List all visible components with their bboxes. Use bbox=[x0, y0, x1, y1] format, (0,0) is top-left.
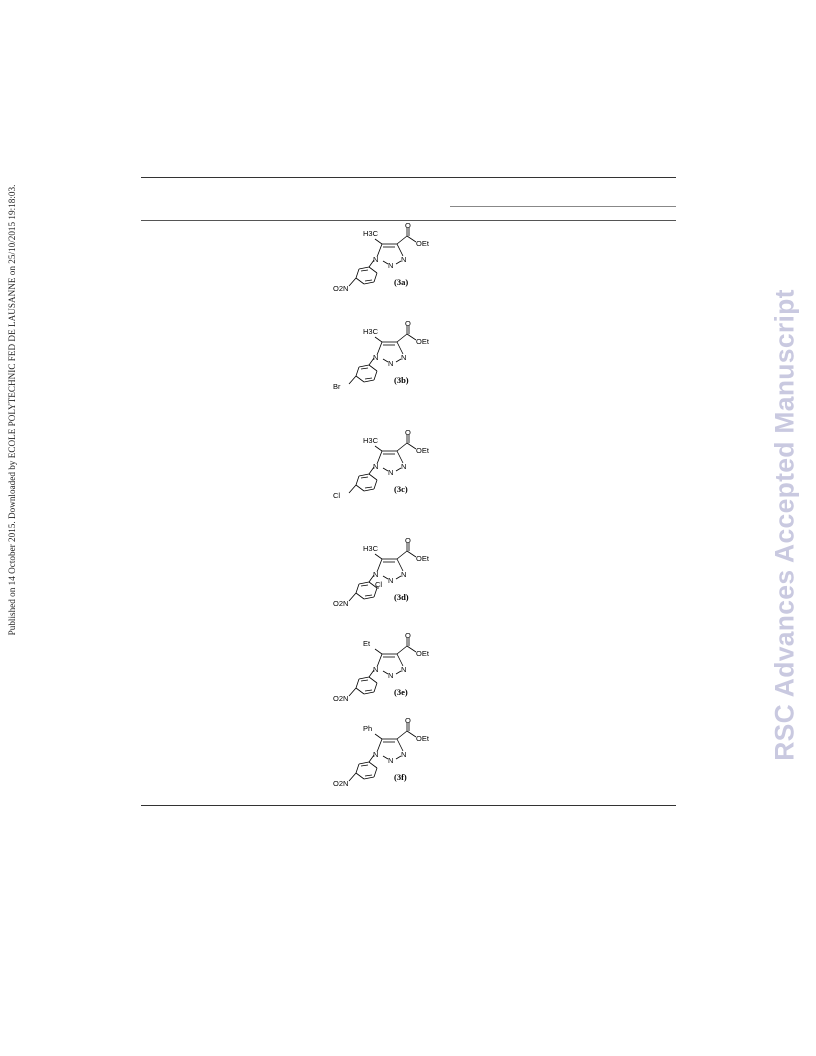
carbonyl-oxygen: O bbox=[405, 319, 411, 328]
ring-n1: N bbox=[373, 570, 378, 579]
table-header-rule bbox=[141, 220, 676, 221]
compound-label: (3a) bbox=[394, 277, 408, 287]
ring-n2: N bbox=[388, 468, 393, 477]
ring-n3: N bbox=[401, 462, 406, 471]
aryl-substituent: O2N bbox=[333, 599, 348, 608]
aryl-substituent: Br bbox=[333, 382, 341, 391]
ring-n3: N bbox=[401, 750, 406, 759]
compound-structure-2: H3C O OEt N N N Br (3b) bbox=[325, 319, 445, 403]
ring-n3: N bbox=[401, 255, 406, 264]
ester-label: OEt bbox=[416, 239, 430, 248]
structure-drawing: Ph O OEt N N N O2N (3f) bbox=[333, 716, 430, 788]
carbonyl-oxygen: O bbox=[405, 716, 411, 725]
substituent-label: H3C bbox=[363, 327, 379, 336]
watermark-text: RSC Advances Accepted Manuscript bbox=[769, 289, 800, 761]
compound-structure-6: Ph O OEt N N N O2N (3f) bbox=[325, 716, 445, 800]
ring-n2: N bbox=[388, 671, 393, 680]
ring-n1: N bbox=[373, 750, 378, 759]
aryl-substituent: O2N bbox=[333, 779, 348, 788]
carbonyl-oxygen: O bbox=[405, 428, 411, 437]
watermark: RSC Advances Accepted Manuscript bbox=[760, 240, 810, 810]
structure-drawing: Et O OEt N N N O2N (3e) bbox=[333, 631, 430, 703]
compound-structure-1: H3C O OEt N N N O2N (3a) bbox=[325, 221, 445, 305]
ring-n2: N bbox=[388, 359, 393, 368]
compound-label: (3d) bbox=[394, 592, 409, 602]
compound-label: (3b) bbox=[394, 375, 409, 385]
publication-side-note: Published on 14 October 2015. Downloaded… bbox=[2, 150, 22, 670]
substituent-label: Ph bbox=[363, 724, 372, 733]
structure-drawing: H3C O OEt N N N Cl O2N (3d) bbox=[333, 536, 430, 608]
carbonyl-oxygen: O bbox=[405, 536, 411, 545]
substituent-label: H3C bbox=[363, 436, 379, 445]
ester-label: OEt bbox=[416, 734, 430, 743]
ortho-substituent: Cl bbox=[375, 580, 382, 589]
ring-n1: N bbox=[373, 353, 378, 362]
aryl-substituent: Cl bbox=[333, 491, 340, 500]
substituent-label: H3C bbox=[363, 544, 379, 553]
ring-n1: N bbox=[373, 255, 378, 264]
ring-n2: N bbox=[388, 261, 393, 270]
compound-structure-3: H3C O OEt N N N Cl (3c) bbox=[325, 428, 445, 512]
ester-label: OEt bbox=[416, 446, 430, 455]
ring-n3: N bbox=[401, 665, 406, 674]
ring-n1: N bbox=[373, 462, 378, 471]
substituent-label: Et bbox=[363, 639, 371, 648]
structure-drawing: H3C O OEt N N N Br (3b) bbox=[333, 319, 430, 391]
substituent-label: H3C bbox=[363, 229, 379, 238]
compound-label: (3c) bbox=[394, 484, 408, 494]
structure-drawing: H3C O OEt N N N Cl (3c) bbox=[333, 428, 430, 500]
ring-n1: N bbox=[373, 665, 378, 674]
ester-label: OEt bbox=[416, 337, 430, 346]
ester-label: OEt bbox=[416, 649, 430, 658]
side-note-text: Published on 14 October 2015. Downloaded… bbox=[7, 184, 17, 636]
table-top-rule bbox=[141, 177, 676, 179]
carbonyl-oxygen: O bbox=[405, 221, 411, 230]
ring-n2: N bbox=[388, 576, 393, 585]
carbonyl-oxygen: O bbox=[405, 631, 411, 640]
aryl-substituent: O2N bbox=[333, 284, 348, 293]
ester-label: OEt bbox=[416, 554, 430, 563]
aryl-substituent: O2N bbox=[333, 694, 348, 703]
ring-n2: N bbox=[388, 756, 393, 765]
compound-structure-5: Et O OEt N N N O2N (3e) bbox=[325, 631, 445, 715]
table-bottom-rule bbox=[141, 805, 676, 807]
table-subheader-rule bbox=[450, 206, 676, 207]
structure-drawing: H3C O OEt N N N O2N (3a) bbox=[333, 221, 430, 293]
ring-n3: N bbox=[401, 570, 406, 579]
compound-label: (3f) bbox=[394, 772, 407, 782]
ring-n3: N bbox=[401, 353, 406, 362]
compound-structure-4: H3C O OEt N N N Cl O2N (3d) bbox=[325, 536, 445, 620]
compound-label: (3e) bbox=[394, 687, 408, 697]
